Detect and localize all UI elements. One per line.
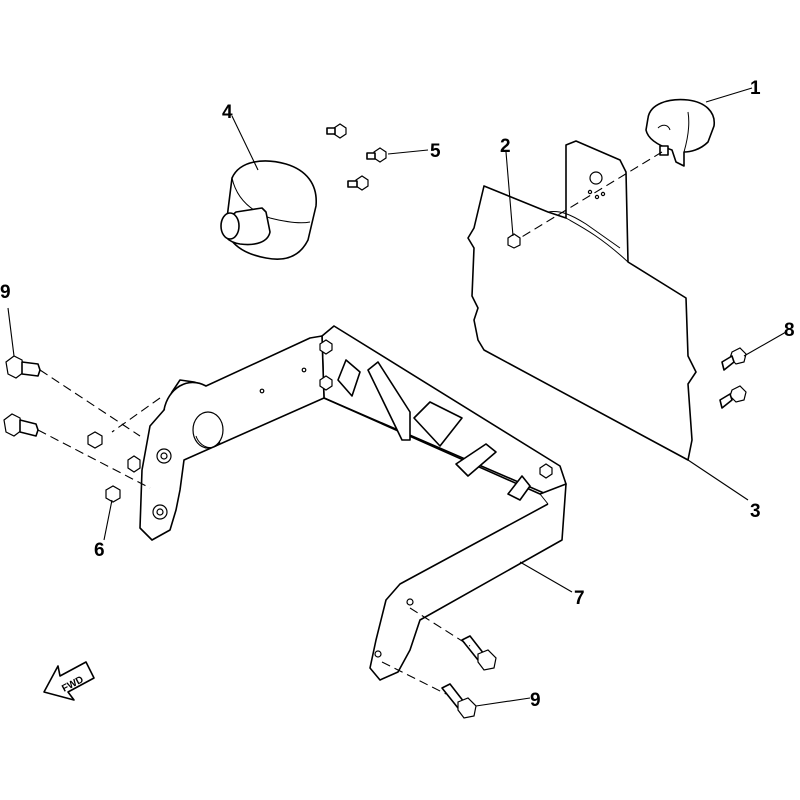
part-8-bolts-right [719,347,747,409]
callout-labels: 1 2 3 4 5 6 7 8 9 9 [0,78,795,711]
callout-8: 8 [784,320,795,341]
part-5-small-bolts [326,123,387,191]
part-4-rubber-mount [220,160,317,260]
part-9-bolts-bottom [441,635,497,719]
leader-lines [7,87,787,707]
callout-3: 3 [750,501,761,522]
callout-6: 6 [94,540,105,561]
part-7-main-bracket [139,325,567,681]
callout-1: 1 [750,78,761,99]
callout-2: 2 [500,136,511,157]
part-6-nuts [87,431,141,503]
part-9-bolts-left [3,355,41,437]
callout-9b: 9 [530,690,541,711]
part-3-mounting-plate [467,140,697,461]
callout-4: 4 [222,102,233,123]
callout-7: 7 [574,588,585,609]
fwd-direction-arrow: FWD [43,661,95,701]
callout-5: 5 [430,141,441,162]
assembly-lines [37,369,471,695]
part-1-bumper-cap [645,98,715,167]
callout-9a: 9 [0,282,11,303]
